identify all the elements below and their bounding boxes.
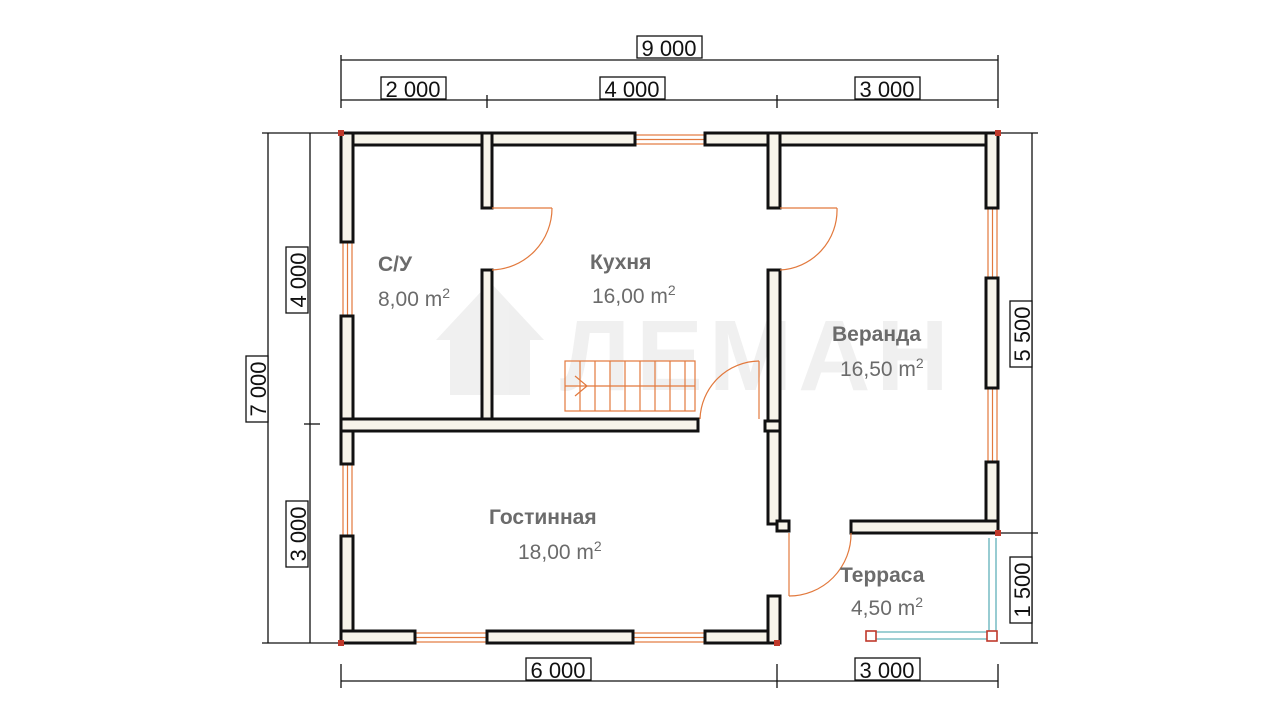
dim-top-right: 3 000 (859, 77, 914, 102)
room-veranda-area: 16,50 m2 (840, 355, 924, 381)
room-bathroom-area: 8,00 m2 (378, 285, 450, 311)
room-living-room-name: Гостинная (489, 506, 597, 529)
room-terrace: Терраса 4,50 m2 (840, 564, 925, 620)
dim-top-left: 2 000 (385, 77, 440, 102)
room-living-room-area: 18,00 m2 (518, 538, 602, 564)
dimension-lines (262, 55, 1038, 688)
stairs (564, 360, 696, 412)
room-veranda: Веранда 16,50 m2 (832, 323, 924, 381)
room-terrace-name: Терраса (840, 564, 925, 587)
dim-top-middle: 4 000 (604, 77, 659, 102)
room-kitchen-area: 16,00 m2 (592, 282, 676, 308)
watermark-text: ЛЕМАН (560, 300, 955, 412)
room-veranda-name: Веранда (832, 323, 921, 346)
terrace-post-right (986, 630, 998, 642)
terrace-post-left (865, 630, 877, 642)
room-kitchen-name: Кухня (590, 251, 651, 274)
dim-left-lower: 3 000 (286, 506, 311, 561)
dim-left-upper: 4 000 (286, 252, 311, 307)
room-bathroom-name: С/У (378, 253, 413, 276)
doors (491, 207, 852, 597)
terrace-railing (865, 538, 998, 642)
dim-left-total: 7 000 (246, 361, 271, 416)
room-bathroom: С/У 8,00 m2 (378, 253, 450, 311)
dim-total-width: 9 000 (641, 36, 696, 61)
room-terrace-area: 4,50 m2 (851, 594, 923, 620)
room-kitchen: Кухня 16,00 m2 (590, 251, 676, 308)
dim-right-lower: 1 500 (1010, 562, 1035, 617)
dim-bottom-left: 6 000 (530, 658, 585, 683)
corner-markers (338, 130, 1001, 646)
walls (339, 131, 1000, 645)
dim-right-upper: 5 500 (1010, 306, 1035, 361)
room-living-room: Гостинная 18,00 m2 (489, 506, 602, 564)
dim-bottom-right: 3 000 (859, 658, 914, 683)
